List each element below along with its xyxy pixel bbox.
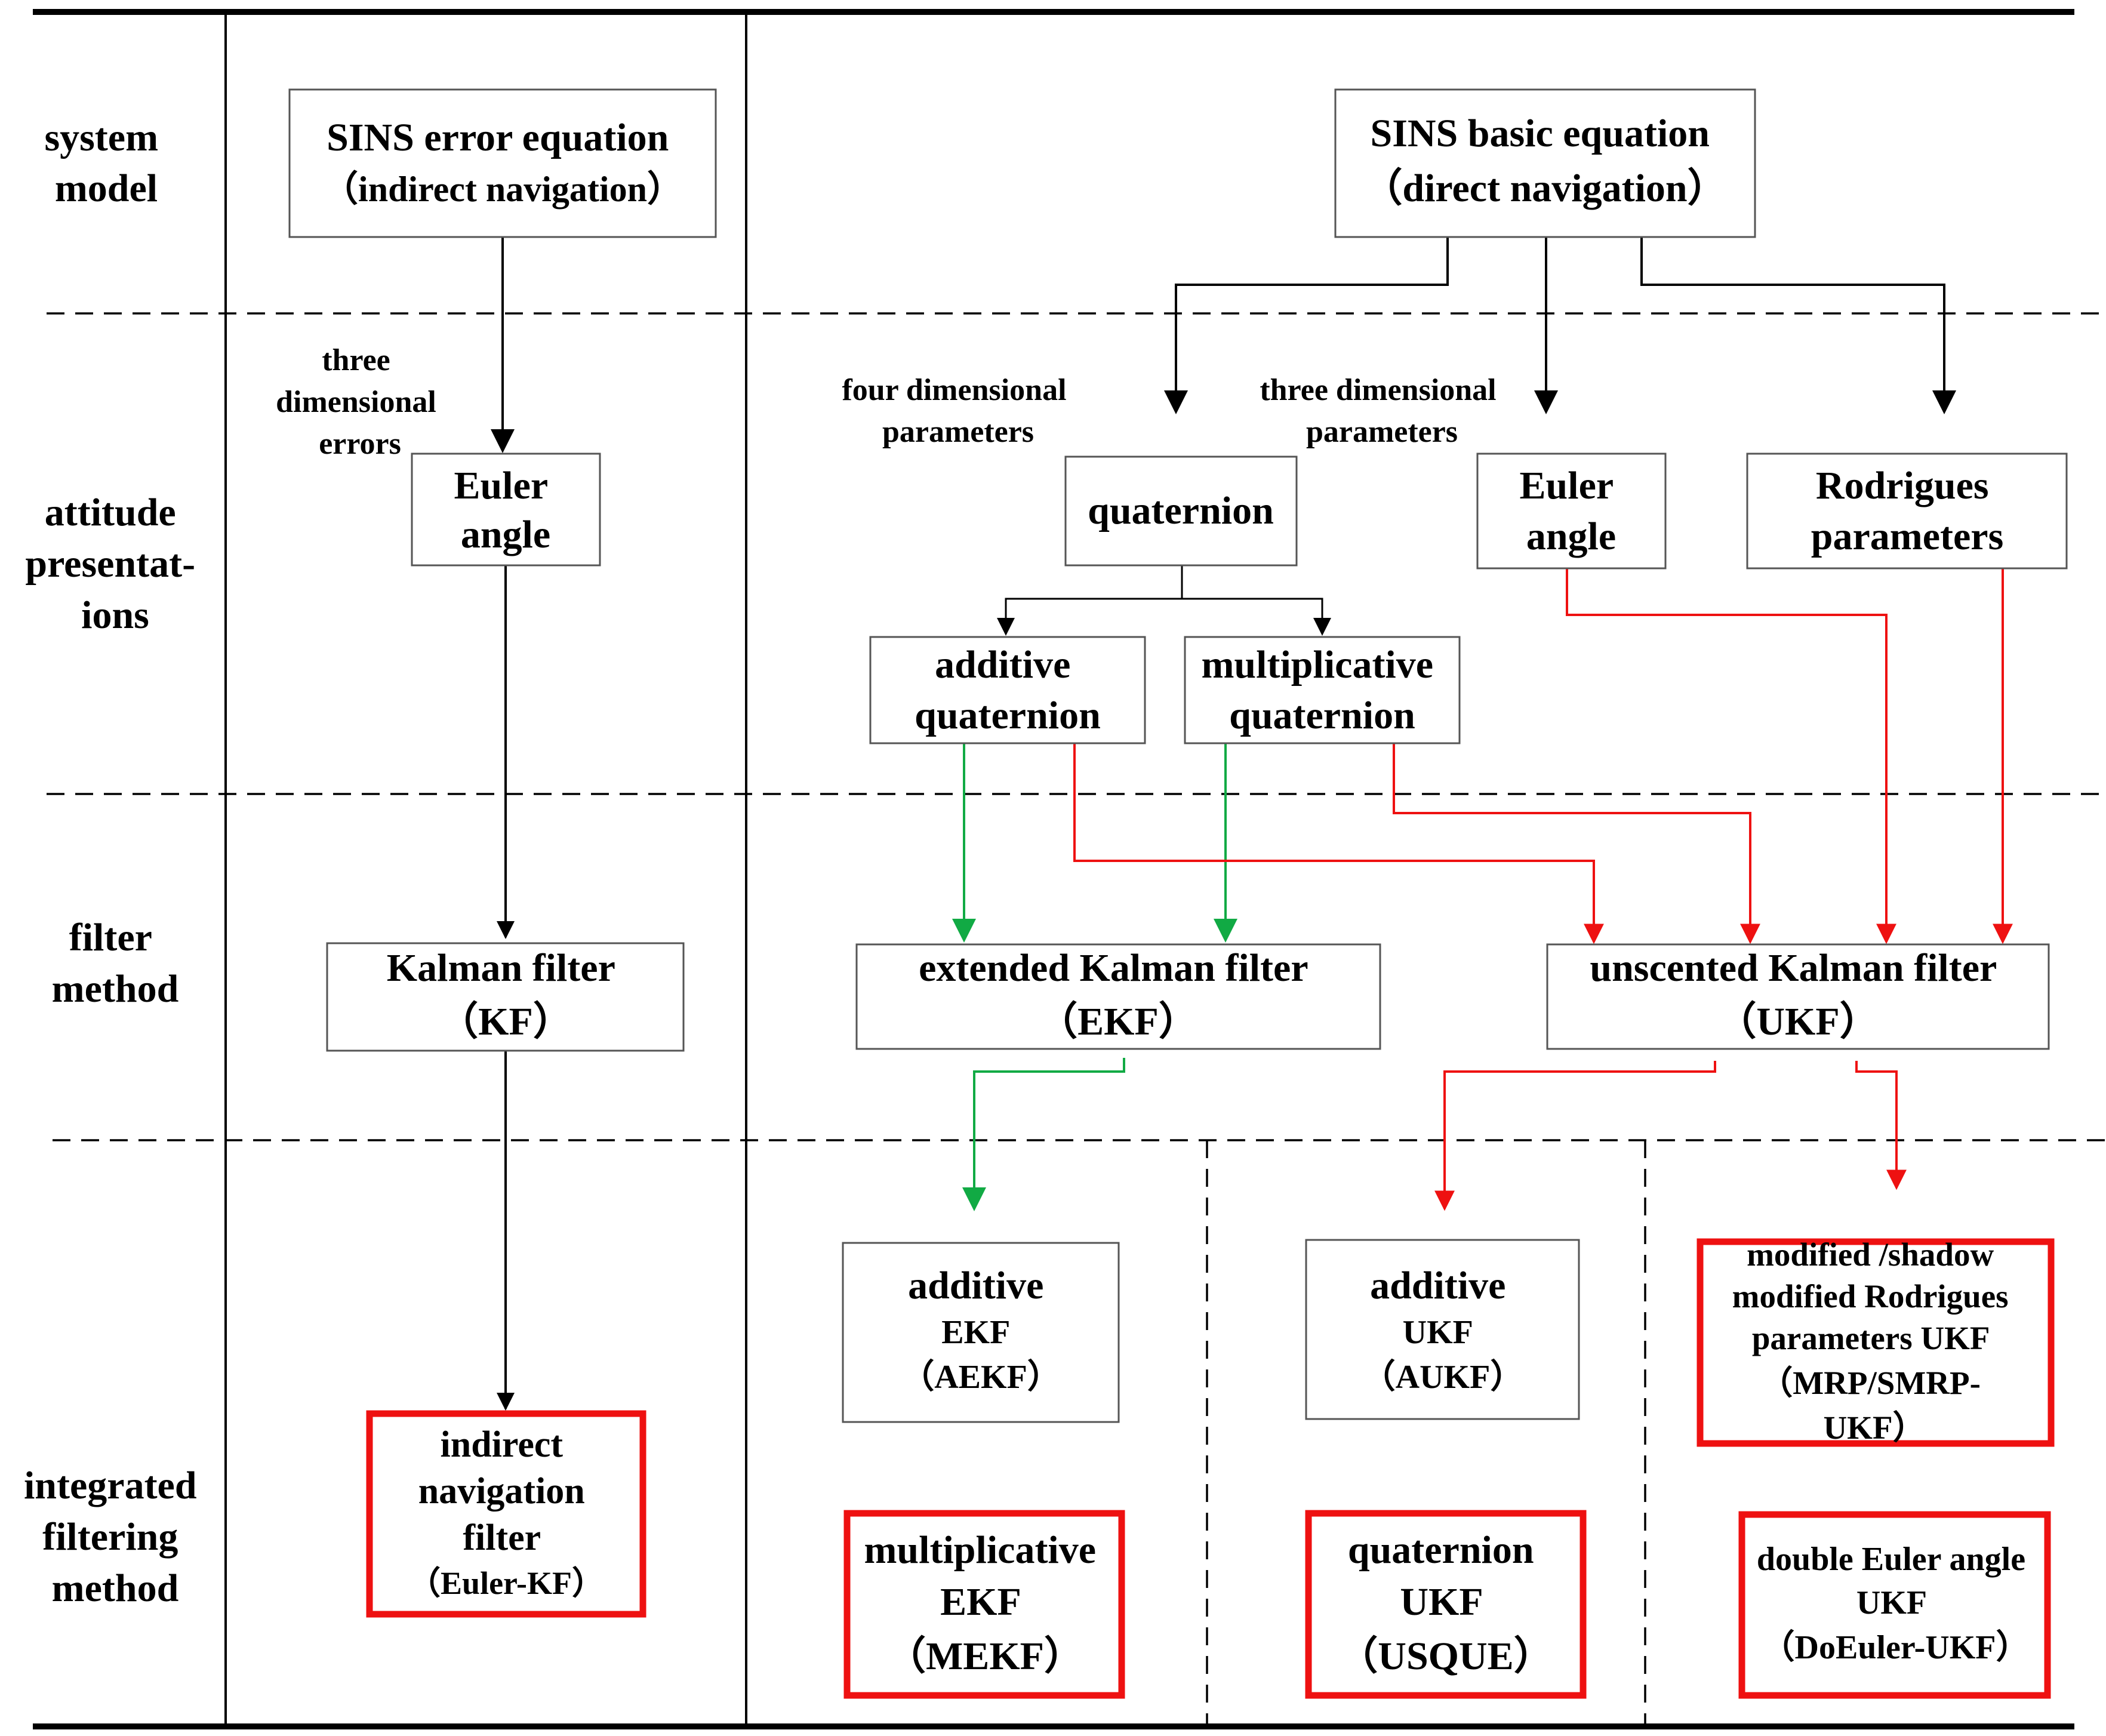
box-sins-basic-text: SINS basic equation （direct navigation） xyxy=(1363,112,1726,210)
box-quaternion-text: quaternion xyxy=(1088,489,1274,533)
arrow-ukf-to-aukf xyxy=(1434,1061,1716,1211)
box-additive-ekf xyxy=(842,1242,1120,1423)
box-additive-quaternion xyxy=(869,636,1146,744)
label-three-dimensional-errors: three dimensional errors xyxy=(276,343,444,461)
row-label-filter-method: filter method xyxy=(52,916,179,1011)
box-ukf-text: unscented Kalman filter （UKF） xyxy=(1590,946,2006,1044)
box-multiplicative-quaternion-text: multiplicative quaternion xyxy=(1201,643,1443,737)
box-sins-basic-equation xyxy=(1334,88,1756,238)
arrow-euler-to-ukf xyxy=(1566,568,1896,944)
arrow-additive-to-ukf xyxy=(1073,743,1604,944)
label-three-dimensional-parameters: three dimensional parameters xyxy=(1260,373,1504,449)
row-label-attitude: attitude presentat- ions xyxy=(25,491,205,637)
row-label-integrated: integrated filtering method xyxy=(24,1464,207,1610)
box-multiplicative-ekf-text: multiplicative EKF （MEKF） xyxy=(864,1528,1106,1678)
row-label-system-model: system model xyxy=(44,116,168,210)
arrow-ekf-to-aekf xyxy=(962,1058,1125,1211)
box-quaternion-ukf-text: quaternion UKF （USQUE） xyxy=(1338,1528,1553,1678)
box-sins-error-text: SINS error equation （indirect navigation… xyxy=(322,116,683,209)
box-extended-kalman-filter xyxy=(855,943,1381,1050)
box-multiplicative-quaternion xyxy=(1184,636,1461,744)
box-additive-quaternion-text: additive quaternion xyxy=(915,643,1101,737)
box-indirect-navigation-filter xyxy=(366,1410,646,1618)
box-double-euler-ukf-text: double Euler angle UKF （DoEuler-UKF） xyxy=(1757,1541,2034,1666)
box-additive-ukf xyxy=(1305,1239,1580,1420)
box-rodrigues-parameters xyxy=(1746,453,2068,570)
box-quaternion-ukf xyxy=(1305,1510,1587,1699)
box-ekf-text: extended Kalman filter （EKF） xyxy=(919,946,1317,1044)
box-kalman-filter xyxy=(326,942,685,1052)
arrow-basic-to-quaternion xyxy=(1164,237,1449,414)
box-euler-angle-right xyxy=(1476,453,1667,570)
arrow-quat-to-mult xyxy=(1182,598,1331,636)
arrow-mult-to-ukf xyxy=(1393,743,1760,944)
box-sins-error-equation xyxy=(288,88,717,238)
box-additive-ukf-text: additive UKF （AUKF） xyxy=(1362,1264,1524,1396)
box-indirect-navigation-filter-text: indirect navigation filter （Euler-KF） xyxy=(408,1424,604,1601)
box-mrp-smrp-ukf-text: modified /shadow modified Rodrigues para… xyxy=(1732,1236,2017,1446)
box-euler-angle-left-text: Euler angle xyxy=(454,464,558,556)
box-rodrigues-text: Rodrigues parameters xyxy=(1811,464,2004,558)
box-euler-angle-right-text: Euler angle xyxy=(1520,464,1623,558)
box-additive-ekf-text: additive EKF （AEKF） xyxy=(901,1264,1061,1396)
box-euler-angle-left xyxy=(411,453,601,567)
box-double-euler-ukf xyxy=(1738,1511,2051,1699)
arrow-ukf-to-mrp xyxy=(1855,1061,1907,1190)
arrow-quat-to-additive xyxy=(997,565,1183,636)
label-four-dimensional-parameters: four dimensional parameters xyxy=(842,373,1074,449)
box-unscented-kalman-filter xyxy=(1546,943,2050,1050)
box-mrp-smrp-ukf xyxy=(1697,1238,2055,1447)
box-kalman-filter-text: Kalman filter （KF） xyxy=(387,946,624,1044)
box-quaternion xyxy=(1064,455,1298,567)
arrow-basic-to-rodrigues xyxy=(1640,237,1956,414)
box-multiplicative-ekf xyxy=(843,1510,1125,1699)
